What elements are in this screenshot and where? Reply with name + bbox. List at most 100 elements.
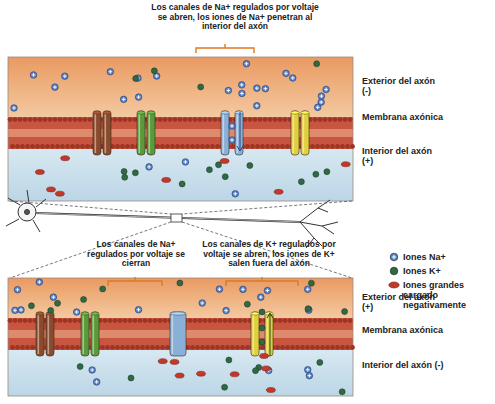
exterior-region [8,57,353,117]
sodium-ion [52,84,59,91]
sodium-ion [223,307,230,314]
ion-channel [36,312,54,356]
flow-arrow [237,112,243,151]
axon [36,213,300,222]
phospholipid-head [145,345,150,350]
sodium-ion [36,279,43,286]
phospholipid-head [280,345,285,350]
phospholipid-head [325,144,330,149]
phospholipid-head [260,345,265,350]
zoom-line [10,201,171,214]
sodium-ion [225,87,232,94]
ion-channel [170,312,186,315]
legend-item: Iones K+ [388,266,488,276]
sodium-ion [36,279,43,286]
sodium-ion [12,307,19,314]
sodium-ion [93,379,100,386]
ion-channel [235,111,243,114]
phospholipid-head [155,144,160,149]
sodium-ion [233,192,237,196]
phospholipid-head [133,318,138,323]
ion-channel [221,111,243,155]
top-panel [8,57,353,201]
ion-channel [137,111,145,114]
ion-channel [46,312,54,356]
phospholipid-head [83,117,88,122]
sodium-ion [245,62,249,66]
phospholipid-head [190,144,195,149]
phospholipid-head [200,345,205,350]
phospholipid-head [150,345,155,350]
legend-swatch-frame [388,266,400,276]
phospholipid-head [68,318,73,323]
potassium-ion [28,303,34,309]
phospholipid-head [300,345,305,350]
ion-channel [149,113,151,153]
sodium-ion [229,137,236,144]
phospholipid-head [213,318,218,323]
sodium-ion [227,89,231,93]
phospholipid-head [345,144,350,149]
phospholipid-head [235,345,240,350]
phospholipid-head [213,117,218,122]
ion-channel [235,111,243,155]
potassium-ion [259,339,265,345]
legend-text: Iones Na+ [403,252,483,262]
phospholipid-head [265,144,270,149]
sodium-ion [120,96,127,103]
sodium-ion [240,286,247,293]
sodium-ion [30,72,37,79]
phospholipid-head [343,117,348,122]
phospholipid-head [343,318,348,323]
callout-bracket [108,277,162,286]
phospholipid-head [198,117,203,122]
sodium-ion [73,309,80,316]
sodium-ion [199,300,206,307]
phospholipid-head [48,117,53,122]
potassium-ion [132,170,138,176]
ion-channel [251,312,259,356]
ion-channel [91,312,99,315]
legend-text: Iones grandes cargado negativamente [403,280,483,310]
phospholipid-head [30,345,35,350]
phospholipid-head [160,144,165,149]
sodium-ion [262,85,269,92]
sodium-ion [229,137,236,144]
potassium-ion [198,84,204,90]
ion-channel [147,111,155,155]
phospholipid-head [73,117,78,122]
phospholipid-head [120,144,125,149]
ion-channel [105,113,107,153]
ion-channel [265,312,273,356]
phospholipid-head [330,345,335,350]
phospholipid-head [318,117,323,122]
phospholipid-head [18,117,23,122]
phospholipid-head [243,117,248,122]
sodium-ion [304,286,311,293]
phospholipid-head [113,318,118,323]
phospholipid-head [20,345,25,350]
sodium-ion [63,74,67,78]
sodium-ion [13,309,17,313]
phospholipid-head [103,318,108,323]
ion-channel [81,312,89,356]
membrane-details [8,60,355,394]
phospholipid-head [55,144,60,149]
phospholipid-head [258,117,263,122]
phospholipid-head [63,117,68,122]
sodium-ion [254,85,261,92]
phospholipid-head [245,144,250,149]
phospholipid-head [183,117,188,122]
ion-channel [81,312,89,315]
sodium-ion [264,287,271,294]
phospholipid-head [130,345,135,350]
phospholipid-head [128,117,133,122]
anion [260,353,269,358]
phospholipid-head [245,345,250,350]
phospholipid-head [315,144,320,149]
ion-channel [48,314,50,354]
phospholipid-head [223,318,228,323]
sodium-ion [93,379,100,386]
sodium-ion [135,306,142,313]
sodium-ion [323,86,330,93]
